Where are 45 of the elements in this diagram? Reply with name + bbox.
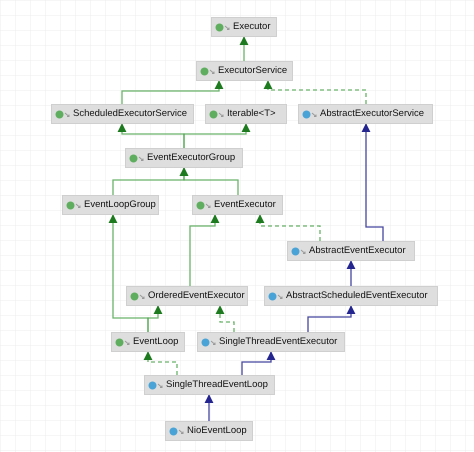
class-name: EventExecutor [214, 198, 276, 212]
class-name: AbstractScheduledEventExecutor [286, 288, 428, 303]
arrow [179, 167, 239, 195]
arrow [183, 123, 251, 148]
class-name: EventExecutorGroup [147, 150, 236, 165]
arrow [241, 351, 276, 375]
arrow [189, 214, 220, 286]
class-name: EventLoopGroup [84, 198, 156, 212]
arrow [204, 394, 214, 421]
dashed-arrow [215, 305, 235, 332]
class-box [125, 148, 243, 168]
class-box [51, 104, 194, 124]
class-box [205, 104, 287, 124]
class-box [287, 241, 415, 261]
class-box [211, 17, 277, 37]
arrow [346, 260, 356, 286]
dashed-arrow [263, 80, 367, 104]
arrow [361, 123, 384, 241]
class-box [264, 286, 438, 306]
class-name: NioEventLoop [187, 424, 247, 438]
class-box [192, 195, 283, 215]
dashed-arrow [255, 214, 321, 241]
class-name: EventLoop [133, 334, 178, 349]
class-name: AbstractExecutorService [320, 106, 424, 121]
class-name: Executor [233, 20, 270, 34]
class-box [165, 421, 253, 441]
class-box [126, 286, 248, 306]
class-name: AbstractEventExecutor [309, 244, 406, 258]
class-box [62, 195, 159, 215]
class-box [144, 375, 275, 395]
class-box [298, 104, 433, 124]
class-name: OrderedEventExecutor [148, 288, 245, 303]
arrow [307, 305, 356, 332]
class-name: SingleThreadEventLoop [166, 378, 268, 392]
arrow [239, 36, 249, 61]
dashed-arrow [143, 351, 178, 375]
arrow [121, 80, 224, 104]
class-name: Iterable<T> [227, 106, 276, 121]
class-box [196, 61, 293, 81]
class-box [111, 332, 185, 352]
arrow [147, 305, 163, 332]
class-name: ExecutorService [218, 64, 288, 78]
class-box [197, 332, 345, 352]
class-name: SingleThreadEventExecutor [219, 334, 338, 349]
class-name: ScheduledExecutorService [73, 106, 188, 121]
